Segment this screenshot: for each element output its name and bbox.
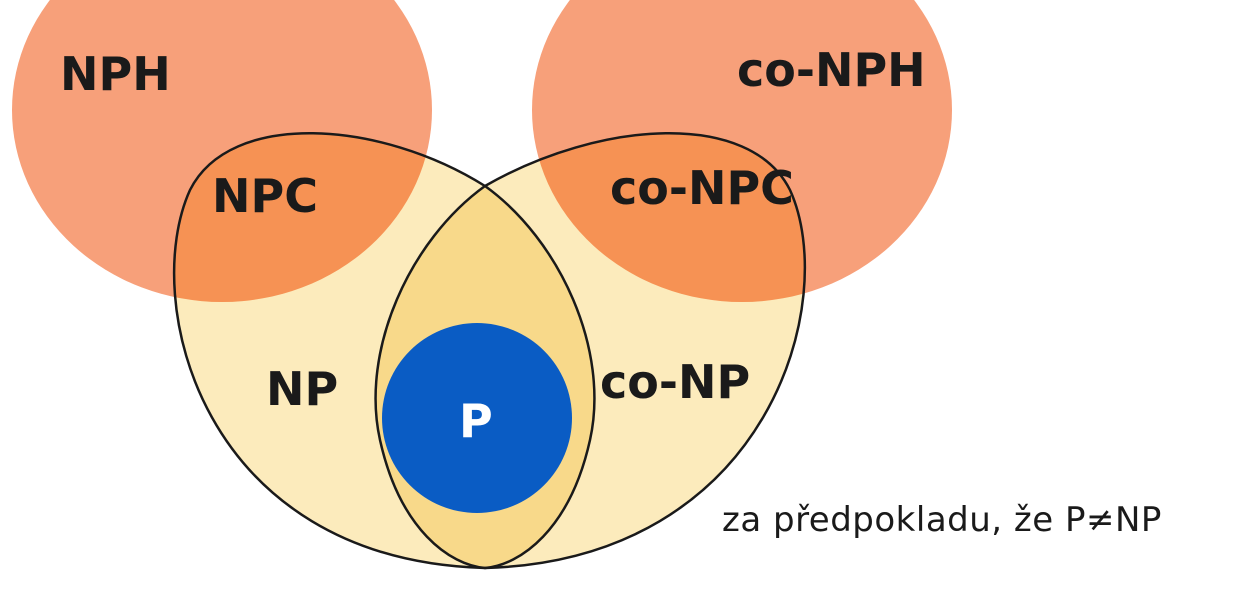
npc-label: NPC [212, 169, 318, 223]
p-label: P [459, 394, 493, 448]
npc-region [174, 133, 432, 302]
p-region [382, 323, 572, 513]
co-npc-label: co-NPC [610, 161, 794, 215]
co-nph-label: co-NPH [737, 43, 926, 97]
co-np-outline [374, 132, 807, 570]
np-outline [172, 132, 596, 570]
np-label: NP [266, 362, 338, 416]
co-npc-region [532, 133, 805, 302]
co-np-label: co-NP [600, 355, 750, 409]
nph-label: NPH [60, 47, 171, 101]
assumption-caption: za předpokladu, že P≠NP [722, 500, 1162, 540]
